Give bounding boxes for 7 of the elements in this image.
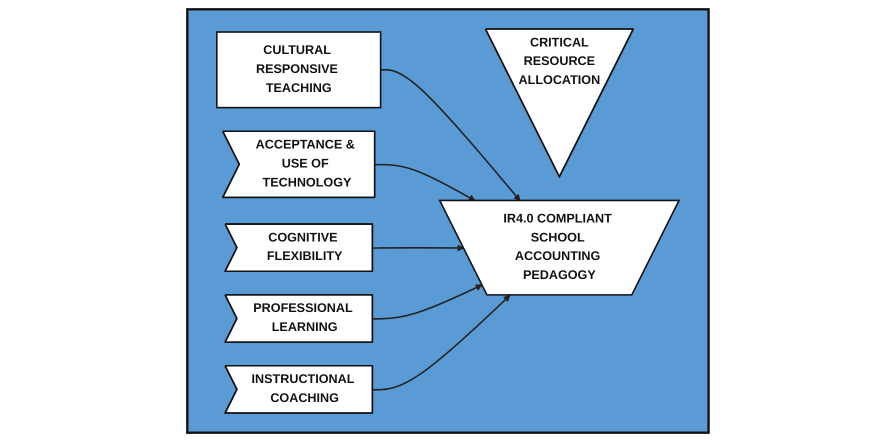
arrow xyxy=(372,244,464,252)
arrow xyxy=(372,294,510,391)
cluster xyxy=(186,8,710,434)
arrow xyxy=(380,69,520,202)
arrow xyxy=(372,284,482,320)
node-box: CULTURAL RESPONSIVE TEACHING xyxy=(216,31,382,108)
arrow xyxy=(375,164,476,202)
